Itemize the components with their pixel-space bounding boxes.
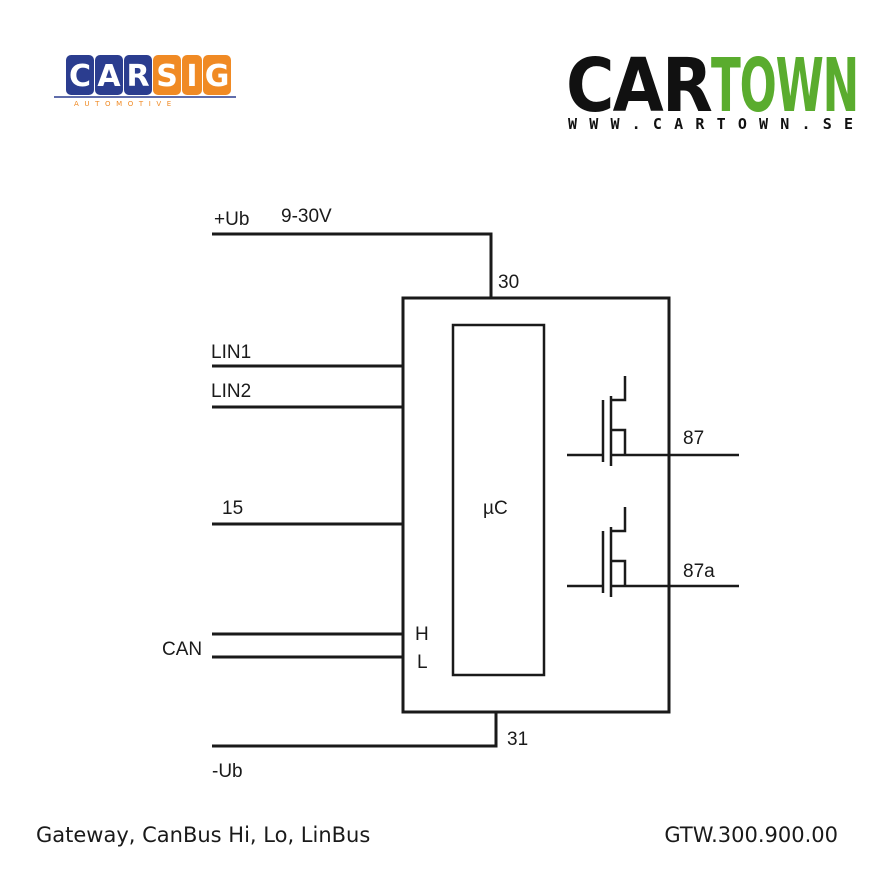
supply-label: +Ub [214,209,249,230]
cartown-part-car: CAR [566,43,712,129]
pin-31-label: 31 [507,729,528,750]
output-switch-87a [567,507,739,597]
carsig-tile-i [182,55,202,95]
voltage-label: 9-30V [281,206,332,227]
carsig-tile-c [66,55,94,95]
carsig-tile-g [203,55,231,95]
microcontroller-box [451,323,546,677]
can-h-label: H [415,624,429,645]
carsig-letter-s: S [156,59,178,94]
can-label: CAN [162,639,202,660]
carsig-letter-i: I [186,59,197,94]
gateway-module-box [401,296,671,714]
carsig-letter-r: R [126,59,149,94]
carsig-logo: C A R S I G AUTOMOTIVE [54,55,236,108]
wiring [212,232,671,748]
lin1-label: LIN1 [211,342,251,363]
caption-description: Gateway, CanBus Hi, Lo, LinBus [36,823,370,847]
carsig-tile-a [95,55,123,95]
microcontroller-label: µC [483,498,508,519]
carsig-tile-r [124,55,152,95]
carsig-letter-g: G [205,59,230,94]
ground-wire [212,712,498,748]
supply-wire [212,232,493,298]
carsig-letter-a: A [97,59,121,94]
pin-87-label: 87 [683,428,704,449]
carsig-tile-s [153,55,181,95]
carsig-letter-c: C [69,59,91,94]
cartown-logo: CAR TOWN WWW.CARTOWN.SE [566,43,860,133]
ground-label: -Ub [212,761,243,782]
caption-part-number: GTW.300.900.00 [664,823,838,847]
pin-15-label: 15 [222,498,243,519]
cartown-part-town: TOWN [711,43,858,129]
can-l-label: L [417,652,428,673]
pin-30-label: 30 [498,272,519,293]
lin2-label: LIN2 [211,381,251,402]
carsig-subtitle: AUTOMOTIVE [74,100,177,108]
pin-87a-label: 87a [683,561,715,582]
output-switch-87 [567,376,739,466]
